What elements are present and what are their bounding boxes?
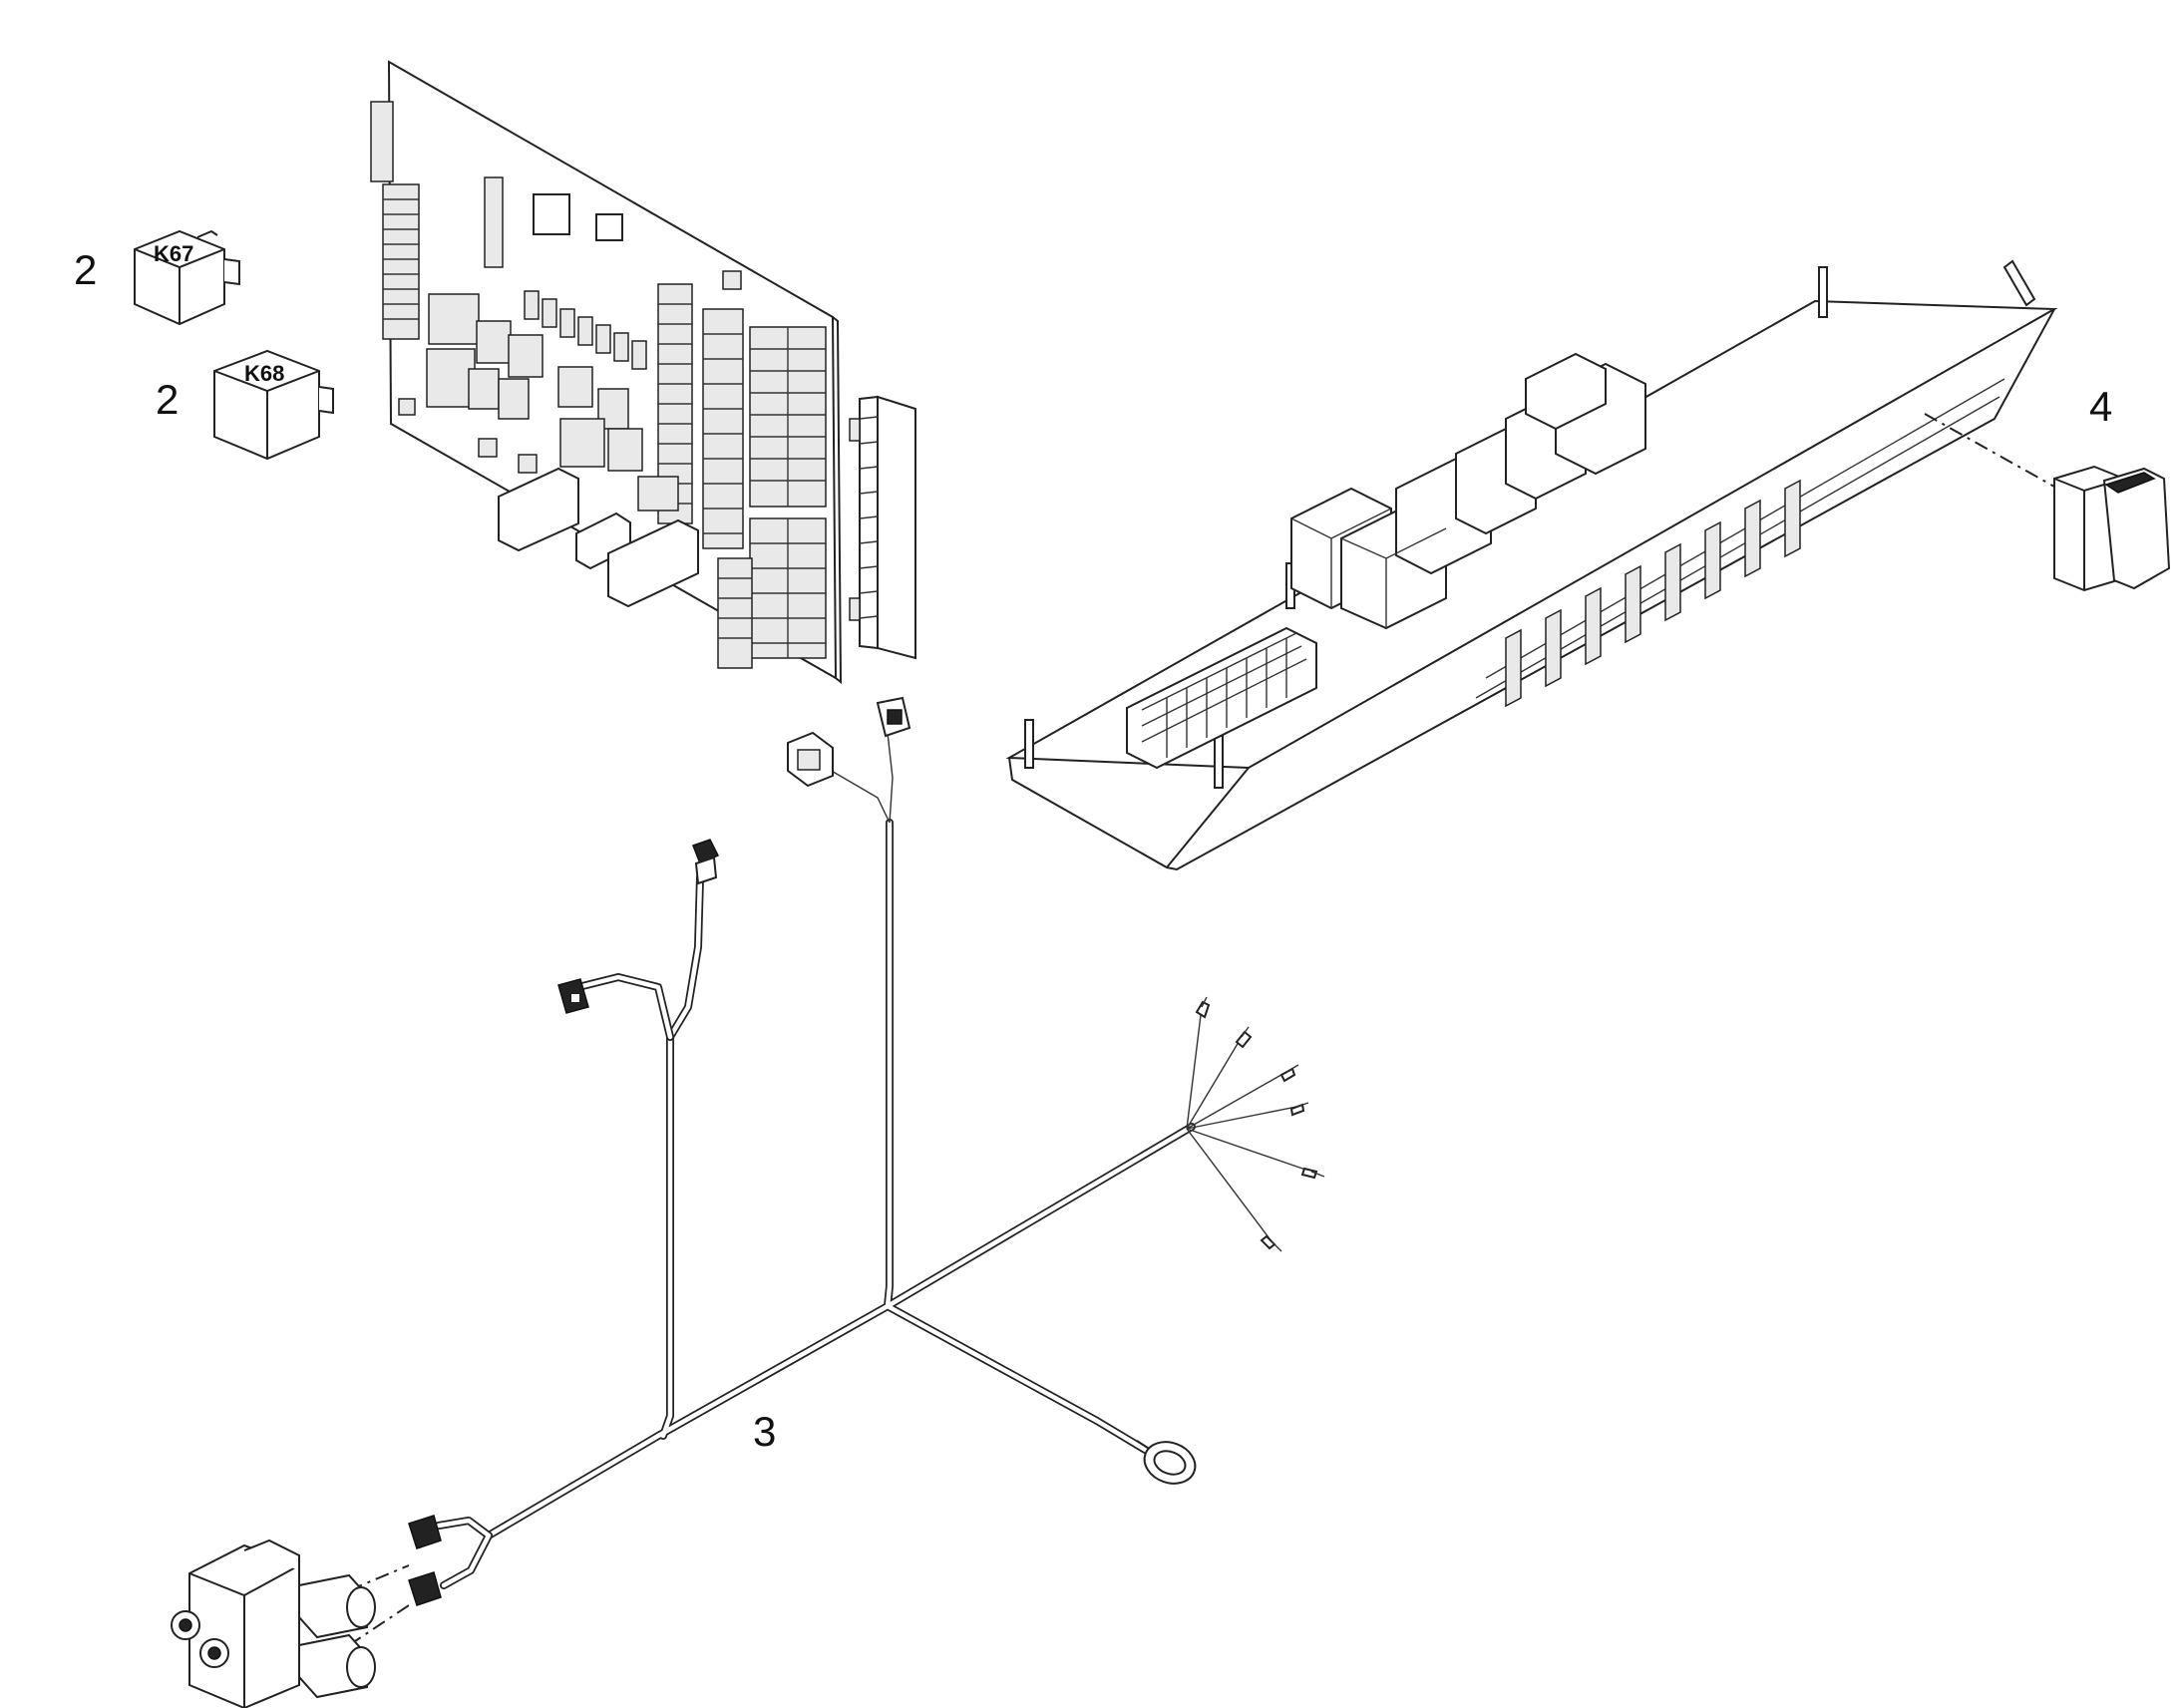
callout-rocker-switch: 4 xyxy=(2089,383,2112,430)
rocker-switch xyxy=(2053,465,2171,592)
harness-top-connectors xyxy=(787,696,911,788)
hydraulic-valve-block xyxy=(171,1538,376,1708)
callout-wiring-harness: 3 xyxy=(753,1408,776,1455)
callout-relay-k68: 2 xyxy=(156,376,179,423)
fuse-relay-panel xyxy=(1005,259,2058,871)
panel-relays xyxy=(1290,352,1646,630)
relay-k67-label: K67 xyxy=(154,241,193,266)
wiring-harness xyxy=(408,696,1325,1606)
harness-ring-terminal xyxy=(1136,1440,1197,1485)
panel-mounting-pins xyxy=(1024,259,2036,789)
panel-fuse-block xyxy=(1126,626,1317,770)
circuit-board xyxy=(370,60,916,685)
board-bottom-connectors xyxy=(498,467,699,608)
board-terminal-strip-left xyxy=(370,101,420,340)
board-side-plug xyxy=(849,395,916,660)
board-connector-strips xyxy=(657,283,827,669)
relay-k68-label: K68 xyxy=(244,361,284,386)
switch-leader-line xyxy=(1924,413,2055,488)
relay-k68: K68 xyxy=(213,349,334,461)
board-components xyxy=(398,176,742,474)
relay-k67: K67 xyxy=(134,229,240,326)
panel-switch-slots xyxy=(1475,378,2005,708)
harness-loose-wire-ends xyxy=(1186,996,1325,1252)
callout-relay-k67: 2 xyxy=(74,246,97,293)
harness-left-connectors xyxy=(557,839,720,1014)
harness-valve-connectors xyxy=(408,1515,442,1606)
